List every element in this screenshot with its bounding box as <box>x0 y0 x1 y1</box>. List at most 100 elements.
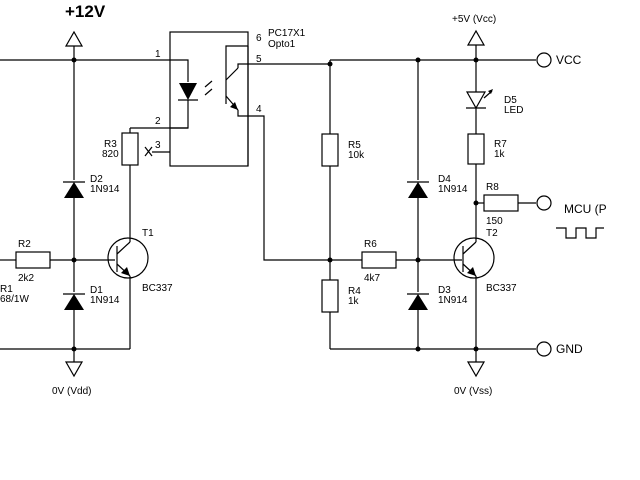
wire-emitter <box>248 115 330 261</box>
connector-mcu-label: MCU (P <box>564 202 607 216</box>
opto-part-label: PC17X1 <box>268 28 306 39</box>
opto-pin-1: 1 <box>155 49 161 60</box>
opto-led-anode <box>170 59 189 82</box>
ground-left-label: 0V (Vdd) <box>52 386 91 397</box>
ground-right-label: 0V (Vss) <box>454 386 492 397</box>
transistor-t1-body <box>107 237 149 279</box>
opto-pin-2: 2 <box>155 116 161 127</box>
junction <box>71 346 77 352</box>
d2-ref: D2 <box>90 174 103 185</box>
r1-value: 68/1W <box>0 294 29 305</box>
d1-ref: D1 <box>90 285 103 296</box>
opto-pin-6: 6 <box>256 33 262 44</box>
r5-ref: R5 <box>348 140 361 151</box>
resistor-r8 <box>483 194 519 212</box>
resistor-r6 <box>361 251 397 269</box>
diode-d2 <box>63 181 85 198</box>
resistor-r5 <box>321 133 339 167</box>
resistor-r2 <box>15 251 51 269</box>
connector-vcc <box>536 52 552 68</box>
t1-value: BC337 <box>142 283 173 294</box>
transistor-t1 <box>107 237 149 279</box>
transistor-t1-arrow <box>121 267 130 276</box>
opto-pin-5: 5 <box>256 54 262 65</box>
r3-value: 820 <box>102 149 119 160</box>
opto-pin6-wire <box>225 45 248 72</box>
pulse-waveform-icon <box>556 227 604 239</box>
transistor-t2-arrow <box>467 267 476 276</box>
right-section: +5V (Vcc) VCC R5 10k R4 1k R6 4k7 <box>248 14 607 397</box>
resistor-r3 <box>121 132 139 166</box>
diode-d4-body <box>408 182 428 198</box>
connector-vcc-label: VCC <box>556 53 582 67</box>
opto-led <box>179 83 197 100</box>
r8-value: 150 <box>486 216 503 227</box>
r6-ref: R6 <box>364 239 377 250</box>
t2-value: BC337 <box>486 283 517 294</box>
d2-value: 1N914 <box>90 184 120 195</box>
diode-d4 <box>407 181 429 198</box>
led-d5-body <box>465 91 487 110</box>
led-d5 <box>465 89 493 110</box>
r6-value: 4k7 <box>364 273 381 284</box>
r2-ref: R2 <box>18 239 31 250</box>
diode-d3-body <box>408 294 428 310</box>
supply-12v-symbol <box>64 30 84 47</box>
d1-value: 1N914 <box>90 295 120 306</box>
opto-pin3-nc <box>144 146 153 157</box>
t2-ref: T2 <box>486 228 498 239</box>
optocoupler: 1 2 3 4 5 6 PC17X1 Opto1 <box>144 28 306 167</box>
connector-gnd <box>536 341 552 357</box>
junction <box>415 346 421 352</box>
opto-package <box>169 31 249 167</box>
r7-ref: R7 <box>494 139 507 150</box>
d4-ref: D4 <box>438 174 451 185</box>
d3-value: 1N914 <box>438 295 468 306</box>
connector-gnd-label: GND <box>556 342 583 356</box>
resistor-r4 <box>321 279 339 313</box>
opto-pin5-wire <box>237 63 248 68</box>
diode-d1-body <box>64 294 84 310</box>
r3-ref: R3 <box>104 139 117 150</box>
d5-value: LED <box>504 105 523 116</box>
junction <box>473 346 479 352</box>
transistor-t1-collector <box>116 241 131 255</box>
opto-pin-3: 3 <box>155 140 161 151</box>
r5-value: 10k <box>348 150 365 161</box>
transistor-t2 <box>453 237 495 279</box>
opto-pin4-wire <box>237 110 248 117</box>
r4-ref: R4 <box>348 286 361 297</box>
opto-name-label: Opto1 <box>268 39 296 50</box>
r4-value: 1k <box>348 296 360 307</box>
opto-led-cathode <box>170 100 189 129</box>
ground-right-symbol <box>466 361 486 378</box>
opto-pin-4: 4 <box>256 104 262 115</box>
opto-transistor-arrow <box>230 102 238 110</box>
junction <box>415 257 421 263</box>
diode-d2-body <box>64 182 84 198</box>
t1-ref: T1 <box>142 228 154 239</box>
led-d5-emission-arrow <box>488 89 493 94</box>
diode-d3 <box>407 293 429 310</box>
opto-light-arrow <box>204 88 213 96</box>
ground-left-symbol <box>64 361 84 378</box>
d5-ref: D5 <box>504 95 517 106</box>
supply-5v-symbol <box>466 29 486 46</box>
supply-5v-label: +5V (Vcc) <box>452 14 496 25</box>
supply-12v-label: +12V <box>65 2 106 21</box>
left-section: +12V D2 1N914 D1 1N914 R2 2k2 R1 68/1W <box>0 2 188 397</box>
transistor-t2-collector <box>462 241 477 255</box>
d4-value: 1N914 <box>438 184 468 195</box>
transistor-t2-body <box>453 237 495 279</box>
r1-ref: R1 <box>0 284 13 295</box>
opto-light-arrow <box>204 80 213 88</box>
connector-mcu <box>536 195 552 211</box>
opto-transistor-collector <box>225 67 239 81</box>
r8-ref: R8 <box>486 182 499 193</box>
r2-value: 2k2 <box>18 273 35 284</box>
resistor-r7 <box>467 133 485 165</box>
diode-d1 <box>63 293 85 310</box>
r7-value: 1k <box>494 149 506 160</box>
d3-ref: D3 <box>438 285 451 296</box>
